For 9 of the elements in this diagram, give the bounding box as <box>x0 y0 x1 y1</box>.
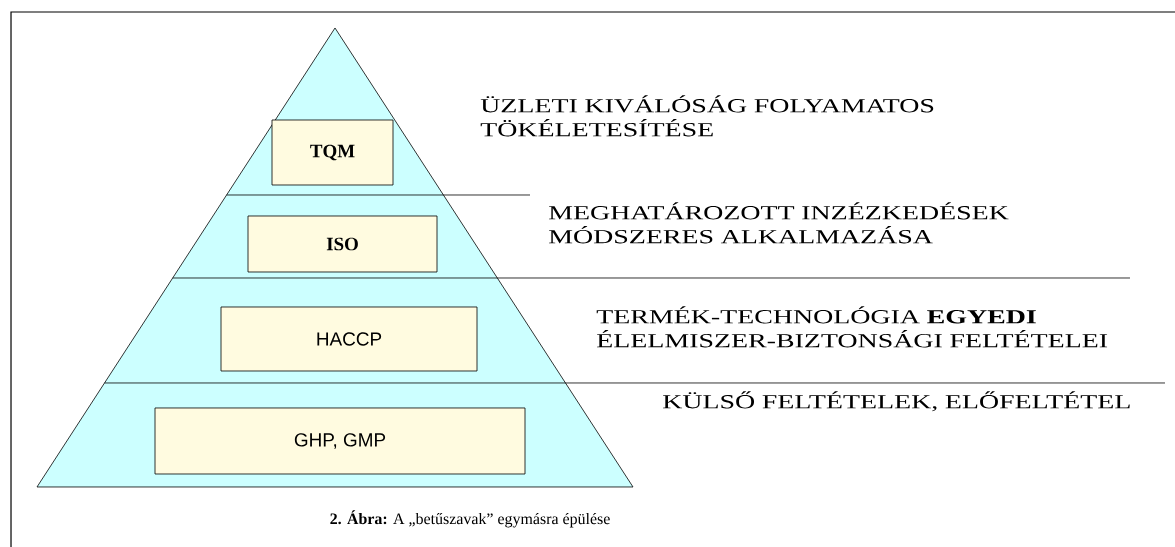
level-box: TQM <box>271 119 394 186</box>
level-description: MEGHATÁROZOTT INZÉZKEDÉSEK MÓDSZERES ALKALMAZÁSA <box>549 202 1009 244</box>
level-box: GHP, GMP <box>154 407 526 475</box>
level-description: KÜLSŐ FELTÉTELEK, ELŐFELTÉTEL <box>663 391 1130 412</box>
level-description: ÜZLETI KIVÁLÓSÁG FOLYAMATOS TÖKÉLETESÍTÉSE <box>480 95 934 137</box>
level-description: TERMÉK-TECHNOLÓGIA EGYEDI ÉLELMISZER-BIZTONSÁGI FELTÉTELEI <box>596 306 1108 348</box>
caption: 2. Ábra: A „betűszavak” egymásra épülése <box>330 510 610 528</box>
level-box: ISO <box>247 215 438 273</box>
level-box: HACCP <box>220 306 478 372</box>
